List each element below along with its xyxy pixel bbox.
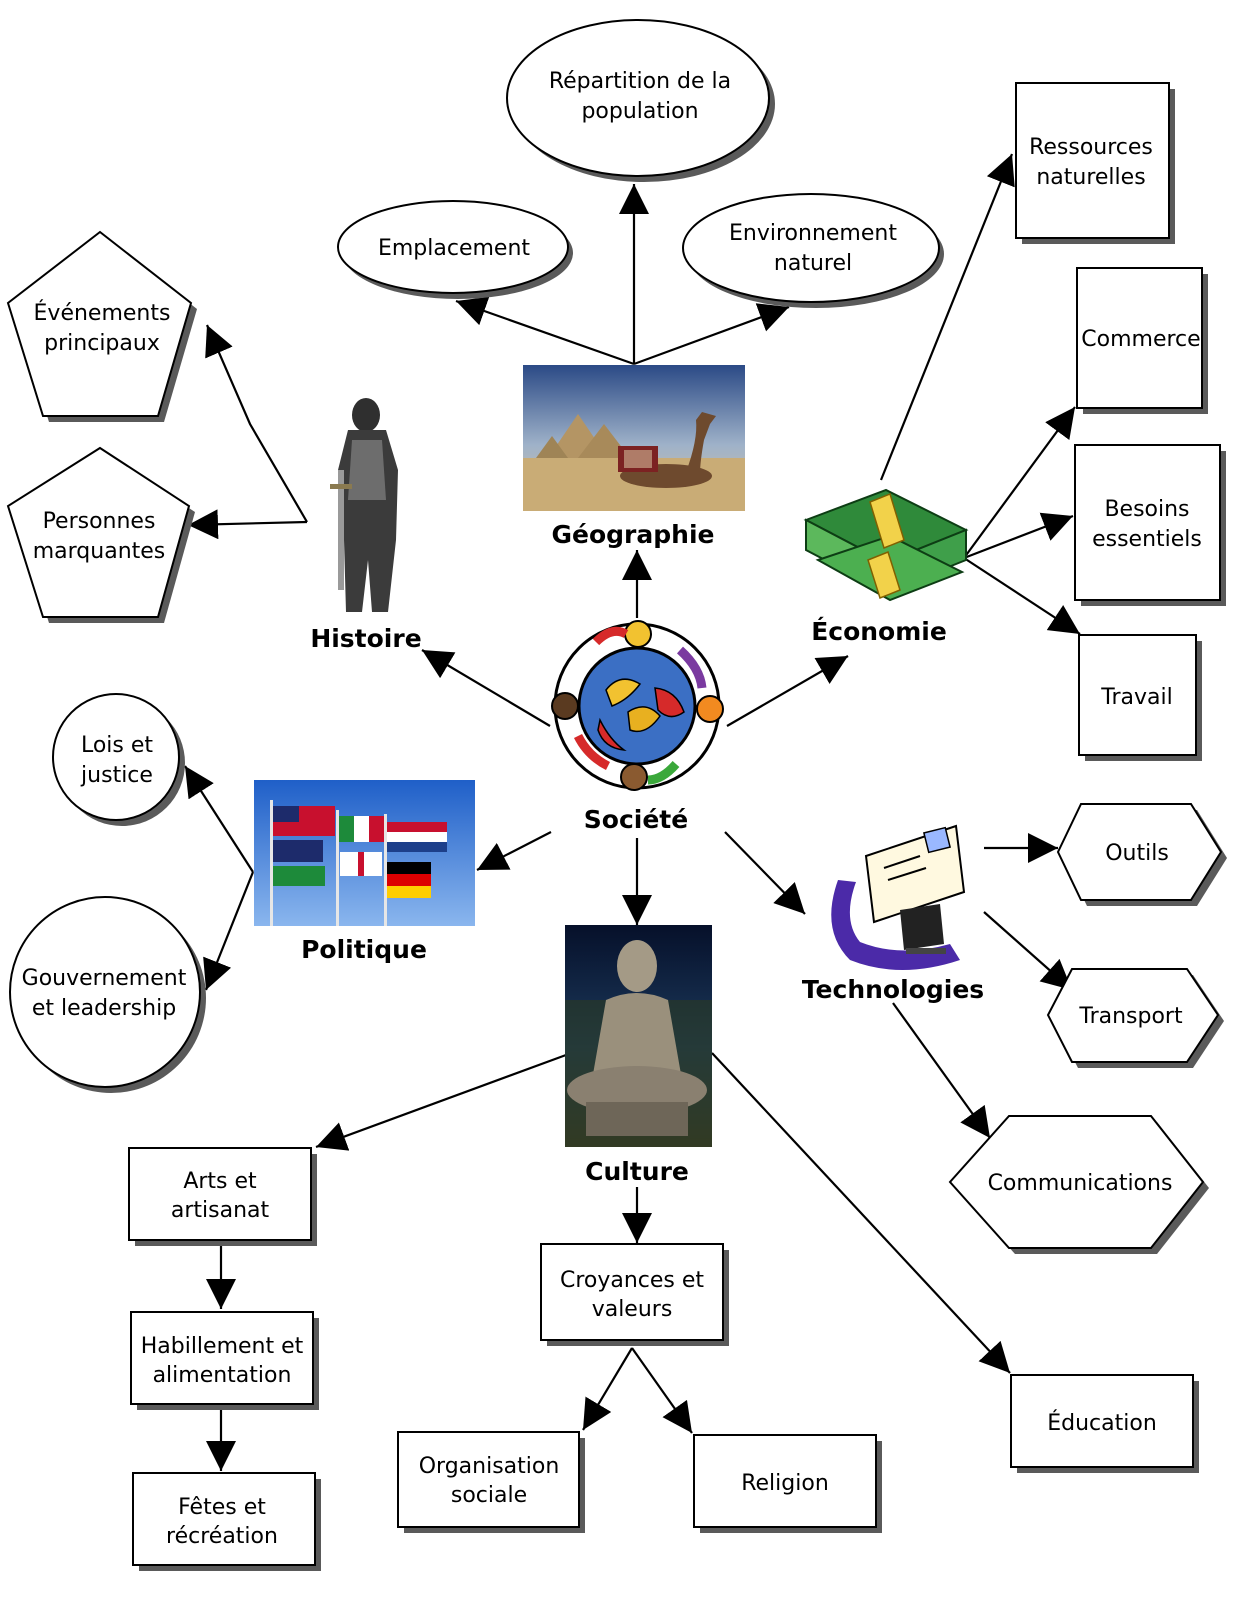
node-habillement-line2: alimentation	[153, 1363, 292, 1388]
edge-politique-lois	[184, 765, 254, 873]
category-histoire: Histoire	[310, 624, 421, 653]
flags-photo	[254, 780, 475, 926]
category-politique: Politique	[301, 935, 427, 964]
node-repartition: Répartition de la population	[506, 19, 775, 182]
category-technologies: Technologies	[802, 975, 984, 1004]
node-habillement-line1: Habillement et	[141, 1334, 304, 1359]
mail-computer-icon	[831, 824, 966, 970]
node-ressources-line1: Ressources	[1029, 135, 1153, 160]
node-habillement: Habillement et alimentation	[130, 1311, 319, 1410]
edge-technologies-communications	[892, 1002, 991, 1139]
edge-economie-commerce	[963, 406, 1076, 559]
node-gouvernement-line1: Gouvernement	[22, 966, 187, 991]
edge-societe-politique	[476, 831, 552, 871]
node-repartition-line2: population	[581, 99, 698, 124]
buddha-statue-photo	[565, 925, 712, 1147]
node-education-line1: Éducation	[1047, 1410, 1157, 1436]
node-evenements: Événements principaux	[6, 230, 197, 422]
node-environnement-line1: Environnement	[729, 221, 897, 246]
node-outils: Outils	[1056, 803, 1227, 906]
node-emplacement: Emplacement	[337, 200, 573, 299]
node-ressources-line2: naturelles	[1036, 165, 1145, 190]
node-emplacement-line1: Emplacement	[378, 236, 530, 261]
node-evenements-line1: Événements	[34, 300, 171, 326]
node-fetes-line1: Fêtes et	[178, 1495, 266, 1520]
node-transport-line1: Transport	[1078, 1004, 1183, 1029]
node-organisation-line2: sociale	[451, 1483, 527, 1508]
center-societe: Société	[584, 805, 688, 834]
node-transport: Transport	[1046, 968, 1224, 1068]
edge-economie-ressources	[879, 153, 1015, 481]
edge-economie-travail	[963, 557, 1081, 635]
node-travail: Travail	[1078, 634, 1202, 761]
pyramids-camel-photo	[523, 365, 745, 511]
edge-geo-environnement	[633, 303, 790, 366]
node-education: Éducation	[1010, 1374, 1199, 1473]
node-organisation-line1: Organisation	[419, 1454, 560, 1479]
category-geographie: Géographie	[552, 520, 715, 549]
node-croyances: Croyances et valeurs	[540, 1243, 729, 1346]
node-repartition-line1: Répartition de la	[549, 69, 731, 94]
node-environnement-line2: naturel	[774, 251, 852, 276]
node-environnement: Environnement naturel	[682, 193, 944, 308]
node-besoins-line2: essentiels	[1092, 527, 1202, 552]
node-commerce: Commerce	[1076, 267, 1208, 414]
node-fetes: Fêtes et récréation	[132, 1472, 321, 1571]
node-evenements-line2: principaux	[44, 331, 160, 356]
node-gouvernement-line2: et leadership	[32, 996, 176, 1021]
edge-technologies-transport	[983, 911, 1073, 991]
node-religion: Religion	[693, 1434, 882, 1533]
node-travail-line1: Travail	[1100, 685, 1172, 710]
edge-histoire-evenements	[205, 324, 308, 523]
globe-people-icon	[551, 620, 724, 791]
category-culture: Culture	[585, 1157, 689, 1186]
edge-societe-technologies	[724, 831, 806, 915]
node-personnes-line2: marquantes	[33, 539, 166, 564]
edges	[184, 153, 1081, 1471]
edge-societe-economie	[726, 655, 849, 727]
edge-croyances-religion	[631, 1347, 693, 1434]
node-besoins-line1: Besoins	[1104, 497, 1189, 522]
node-personnes: Personnes marquantes	[6, 446, 195, 623]
node-lois: Lois et justice	[52, 693, 185, 826]
edge-croyances-organisation	[582, 1347, 633, 1431]
money-stacks-icon	[803, 488, 969, 602]
node-gouvernement: Gouvernement et leadership	[9, 896, 206, 1093]
node-besoins: Besoins essentiels	[1074, 444, 1226, 606]
edge-culture-arts	[315, 1053, 567, 1151]
node-religion-line1: Religion	[741, 1471, 829, 1496]
knight-armor-icon	[330, 398, 398, 612]
node-arts: Arts et artisanat	[128, 1147, 317, 1246]
node-lois-line2: justice	[80, 763, 153, 788]
edge-politique-gouvernement	[203, 871, 255, 991]
edge-geo-emplacement	[455, 296, 635, 366]
category-economie: Économie	[811, 617, 947, 646]
node-ressources: Ressources naturelles	[1015, 82, 1175, 244]
node-personnes-line1: Personnes	[43, 509, 156, 534]
edge-societe-histoire	[421, 649, 551, 727]
node-communications-line1: Communications	[988, 1171, 1173, 1196]
node-arts-line1: Arts et	[183, 1169, 257, 1194]
node-fetes-line2: récréation	[166, 1524, 278, 1549]
edge-histoire-personnes	[187, 509, 308, 540]
node-organisation: Organisation sociale	[397, 1431, 585, 1533]
node-croyances-line2: valeurs	[592, 1297, 673, 1322]
node-lois-line1: Lois et	[81, 733, 153, 758]
edge-culture-education	[711, 1052, 1011, 1374]
node-croyances-line1: Croyances et	[560, 1268, 704, 1293]
node-arts-line2: artisanat	[171, 1198, 270, 1223]
node-communications: Communications	[948, 1115, 1209, 1254]
node-commerce-line1: Commerce	[1081, 327, 1200, 352]
edge-economie-besoins	[963, 512, 1074, 560]
node-outils-line1: Outils	[1105, 841, 1169, 866]
